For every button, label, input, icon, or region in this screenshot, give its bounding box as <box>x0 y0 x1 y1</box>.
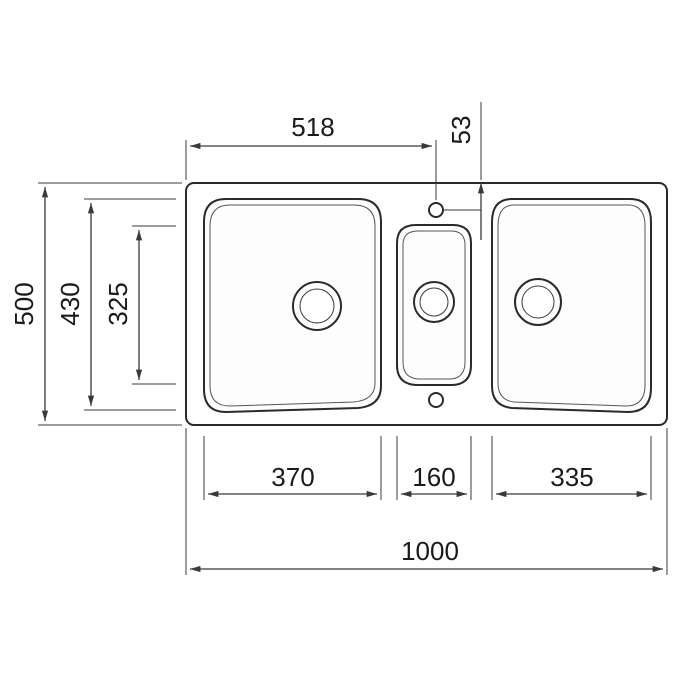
left-drain-inner-icon <box>299 288 335 324</box>
dim-label-518: 518 <box>291 112 334 142</box>
dimension-430: 430 <box>55 198 176 411</box>
center-drain-inner-icon <box>419 287 449 317</box>
right-drain-inner-icon <box>521 285 555 319</box>
sink-frame <box>185 182 668 426</box>
dimension-500: 500 <box>9 182 182 426</box>
tap-hole-icon <box>428 202 444 218</box>
left-bowl <box>203 198 382 414</box>
dim-label-500: 500 <box>9 282 39 325</box>
dim-label-160: 160 <box>412 462 455 492</box>
tap-hole <box>428 202 481 408</box>
dimension-1000: 1000 <box>185 428 668 575</box>
overflow-hole-icon <box>428 392 444 408</box>
dimension-335: 335 <box>491 436 652 500</box>
dim-label-370: 370 <box>271 462 314 492</box>
dimension-370: 370 <box>203 436 382 500</box>
dim-label-53: 53 <box>446 116 476 145</box>
dimension-325: 325 <box>103 225 176 385</box>
center-bowl <box>396 224 472 386</box>
sink-outline <box>185 182 668 426</box>
right-bowl <box>491 198 652 414</box>
dimension-160: 160 <box>396 436 472 500</box>
dim-label-430: 430 <box>55 282 85 325</box>
dim-label-335: 335 <box>550 462 593 492</box>
dim-label-325: 325 <box>103 282 133 325</box>
dimension-53: 53 <box>446 102 485 240</box>
dimension-518: 518 <box>185 112 437 200</box>
dim-label-1000: 1000 <box>401 536 459 566</box>
